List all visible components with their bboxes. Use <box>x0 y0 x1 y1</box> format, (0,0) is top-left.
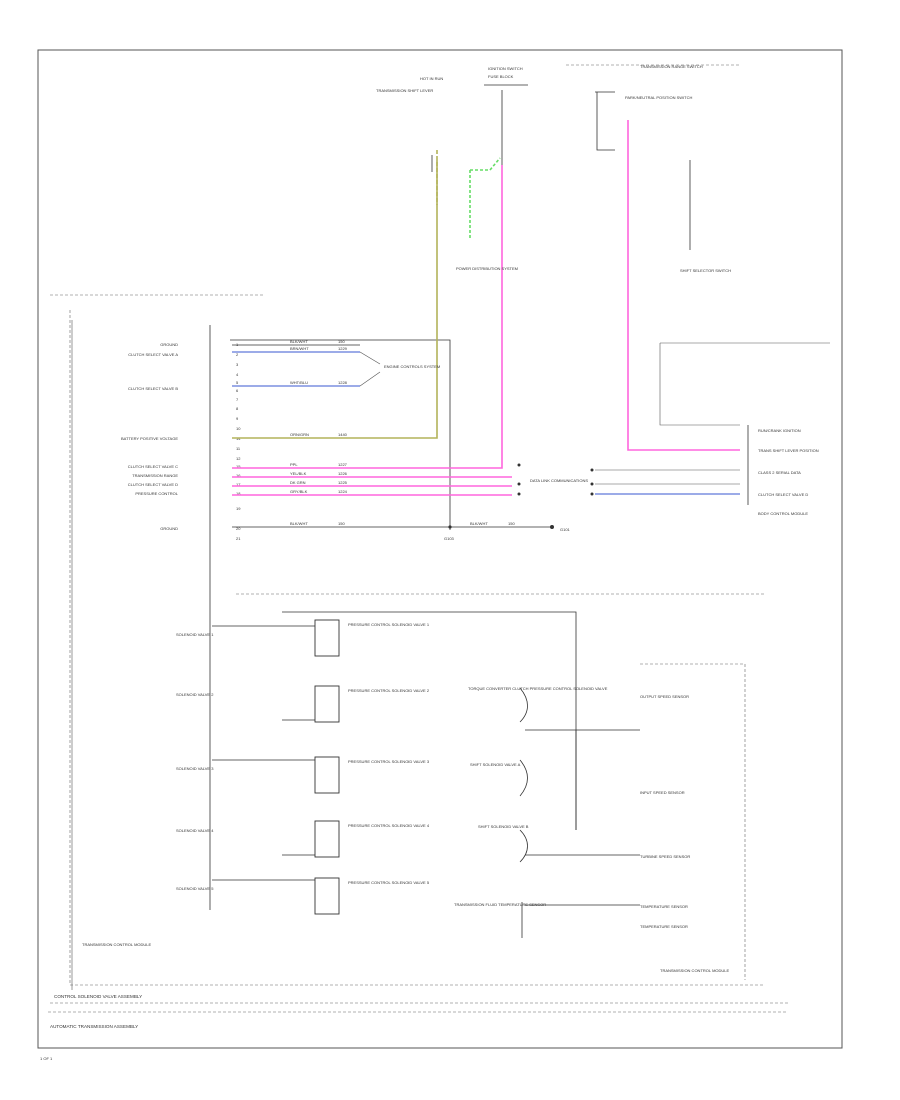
trans-range-switch-label: TRANSMISSION RANGE SWITCH <box>640 64 703 69</box>
tcm-pin-label: CLUTCH SELECT VALVE D <box>128 482 178 487</box>
svg-text:150: 150 <box>338 339 345 344</box>
tcm-pin-label: CLUTCH SELECT VALVE C <box>128 464 178 469</box>
svg-text:19: 19 <box>236 506 241 511</box>
turbine-speed-label: TURBINE SPEED SENSOR <box>640 854 690 859</box>
svg-text:PRESSURE CONTROL SOLENOID VALV: PRESSURE CONTROL SOLENOID VALVE 3 <box>348 759 430 764</box>
svg-text:PPL: PPL <box>290 462 298 467</box>
shift-b-label: SHIFT SOLENOID VALVE B <box>478 824 529 829</box>
shift-a-label: SHIFT SOLENOID VALVE A <box>470 762 521 767</box>
tcm-bottom-label: TRANSMISSION CONTROL MODULE <box>660 968 730 973</box>
tcm-pin-label: GROUND <box>160 342 178 347</box>
temp-sensor-label-2: TEMPERATURE SENSOR <box>640 924 688 929</box>
tcm-pin-label: PRESSURE CONTROL <box>135 491 178 496</box>
tcm-connector: GROUND CLUTCH SELECT VALVE A CLUTCH SELE… <box>121 342 179 531</box>
ground-label: G101 <box>560 527 571 532</box>
bcm-pin-label: CLUTCH SELECT VALVE D <box>758 492 808 497</box>
svg-text:12: 12 <box>236 456 241 461</box>
solenoid-valve-1: SOLENOID VALVE 1 PRESSURE CONTROL SOLENO… <box>176 619 430 657</box>
svg-text:BLK/WHT: BLK/WHT <box>290 521 308 526</box>
svg-text:2: 2 <box>236 352 239 357</box>
bcm-pin-label: TRANS SHIFT LEVER POSITION <box>758 448 819 453</box>
hot-in-run-label: HOT IN RUN <box>420 76 443 81</box>
svg-text:1229: 1229 <box>338 346 348 351</box>
svg-text:6: 6 <box>236 388 239 393</box>
svg-text:YEL/BLK: YEL/BLK <box>290 471 307 476</box>
trans-shift-lever-label: TRANSMISSION SHIFT LEVER <box>376 88 433 93</box>
svg-text:20: 20 <box>236 526 241 531</box>
ground-label-2: G103 <box>444 536 455 541</box>
shift-selector-label: SHIFT SELECTOR SWITCH <box>680 268 731 273</box>
pnp-switch-label: PARK/NEUTRAL POSITION SWITCH <box>625 95 692 100</box>
tcm-pin-label: TRANSMISSION RANGE <box>132 473 178 478</box>
svg-text:GRY/BLK: GRY/BLK <box>290 489 308 494</box>
svg-text:ORN/GRN: ORN/GRN <box>290 432 309 437</box>
solenoid-valve-4: SOLENOID VALVE 4 PRESSURE CONTROL SOLENO… <box>176 820 430 858</box>
solenoid-valve-2: SOLENOID VALVE 2 PRESSURE CONTROL SOLENO… <box>176 685 430 723</box>
fuse-block-label: FUSE BLOCK <box>488 74 514 79</box>
svg-text:150: 150 <box>338 521 345 526</box>
solenoid-valve-3: SOLENOID VALVE 3 PRESSURE CONTROL SOLENO… <box>176 756 430 794</box>
svg-text:SOLENOID VALVE 3: SOLENOID VALVE 3 <box>176 766 214 771</box>
svg-text:SOLENOID VALVE 4: SOLENOID VALVE 4 <box>176 828 214 833</box>
tcm-pin-label: GROUND <box>160 526 178 531</box>
svg-text:SOLENOID VALVE 1: SOLENOID VALVE 1 <box>176 632 214 637</box>
svg-text:21: 21 <box>236 536 241 541</box>
svg-text:1224: 1224 <box>338 489 348 494</box>
svg-text:5: 5 <box>236 380 239 385</box>
svg-text:1226: 1226 <box>338 471 348 476</box>
svg-text:1227: 1227 <box>338 462 348 467</box>
outer-border <box>37 49 843 1049</box>
tcm-pin-label: BATTERY POSITIVE VOLTAGE <box>121 436 178 441</box>
bcm-label: BODY CONTROL MODULE <box>758 511 808 516</box>
output-speed-label: OUTPUT SPEED SENSOR <box>640 694 689 699</box>
ignition-switch-label: IGNITION SWITCH <box>488 66 523 71</box>
svg-text:1: 1 <box>236 342 239 347</box>
svg-text:1440: 1440 <box>338 432 348 437</box>
svg-text:3: 3 <box>236 362 239 367</box>
svg-text:18: 18 <box>236 491 241 496</box>
automatic-transmission-label: AUTOMATIC TRANSMISSION ASSEMBLY <box>50 1024 138 1029</box>
fluid-temp-label: TRANSMISSION FLUID TEMPERATURE SENSOR <box>454 902 546 907</box>
svg-text:PRESSURE CONTROL SOLENOID VALV: PRESSURE CONTROL SOLENOID VALVE 1 <box>348 622 430 627</box>
tcm-pin-label: CLUTCH SELECT VALVE A <box>128 352 178 357</box>
svg-text:1225: 1225 <box>338 480 348 485</box>
bcm-connector: RUN/CRANK IGNITION TRANS SHIFT LEVER POS… <box>758 428 819 516</box>
svg-text:SOLENOID VALVE 2: SOLENOID VALVE 2 <box>176 692 214 697</box>
svg-text:7: 7 <box>236 397 239 402</box>
svg-text:17: 17 <box>236 482 241 487</box>
sensor-group: TORQUE CONVERTER CLUTCH PRESSURE CONTROL… <box>454 686 730 973</box>
svg-text:9: 9 <box>236 416 239 421</box>
svg-text:DK GRN: DK GRN <box>290 480 306 485</box>
svg-text:8: 8 <box>236 406 239 411</box>
svg-text:150: 150 <box>508 521 515 526</box>
tcc-solenoid-label: TORQUE CONVERTER CLUTCH PRESSURE CONTROL… <box>468 686 608 691</box>
power-distribution-label: POWER DISTRIBUTION SYSTEM <box>456 266 518 271</box>
svg-text:16: 16 <box>236 473 241 478</box>
svg-text:11: 11 <box>236 446 241 451</box>
bcm-pin-label: RUN/CRANK IGNITION <box>758 428 801 433</box>
svg-text:PRESSURE CONTROL SOLENOID VALV: PRESSURE CONTROL SOLENOID VALVE 2 <box>348 688 430 693</box>
svg-text:10: 10 <box>236 426 241 431</box>
control-solenoid-label: CONTROL SOLENOID VALVE ASSEMBLY <box>54 994 142 999</box>
svg-text:4: 4 <box>236 372 239 377</box>
data-link-label: DATA LINK COMMUNICATIONS <box>530 478 588 483</box>
svg-text:WHT/BLU: WHT/BLU <box>290 380 308 385</box>
input-speed-label: INPUT SPEED SENSOR <box>640 790 685 795</box>
svg-text:1228: 1228 <box>338 380 348 385</box>
svg-text:PRESSURE CONTROL SOLENOID VALV: PRESSURE CONTROL SOLENOID VALVE 5 <box>348 880 430 885</box>
tcm-pin-label: CLUTCH SELECT VALVE B <box>128 386 178 391</box>
svg-text:PRESSURE CONTROL SOLENOID VALV: PRESSURE CONTROL SOLENOID VALVE 4 <box>348 823 430 828</box>
svg-text:BLK/WHT: BLK/WHT <box>470 521 488 526</box>
svg-text:BRN/WHT: BRN/WHT <box>290 346 309 351</box>
bcm-pin-label: CLASS 2 SERIAL DATA <box>758 470 801 475</box>
left-module-label: TRANSMISSION CONTROL MODULE <box>82 942 152 947</box>
svg-text:SOLENOID VALVE 5: SOLENOID VALVE 5 <box>176 886 214 891</box>
engine-controls-label: ENGINE CONTROLS SYSTEM <box>384 364 440 369</box>
svg-text:BLK/WHT: BLK/WHT <box>290 339 308 344</box>
temp-sensor-label: TEMPERATURE SENSOR <box>640 904 688 909</box>
page-ref: 1 OF 1 <box>40 1056 53 1061</box>
svg-text:15: 15 <box>236 464 241 469</box>
solenoid-valve-5: SOLENOID VALVE 5 PRESSURE CONTROL SOLENO… <box>176 877 430 915</box>
